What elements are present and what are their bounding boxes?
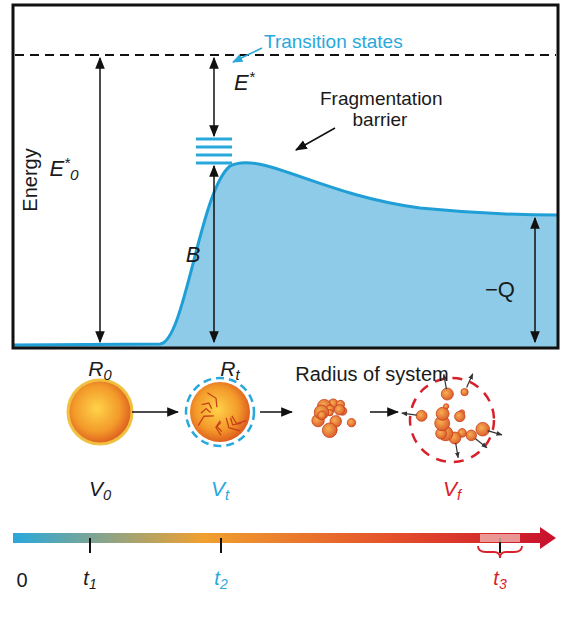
stage-arrow: [260, 411, 292, 413]
compound-nucleus: [68, 380, 132, 444]
e0-arrow: [99, 58, 101, 342]
transition-volume: [186, 378, 254, 446]
barrier-leader: [296, 128, 335, 150]
transition-levels: [196, 139, 232, 163]
expanded-nucleus: [190, 382, 250, 442]
axis-title: Radius of system: [295, 363, 448, 385]
time-symbol: t2: [214, 567, 227, 593]
callout-label: Transition states: [264, 32, 403, 53]
callout-label: Fragmentation barrier: [320, 89, 440, 131]
potential-fill: [14, 163, 557, 347]
time-axis: [13, 527, 556, 549]
volume-symbol: V0: [89, 477, 111, 504]
fragment-arrows: [402, 374, 502, 458]
axis-title: Energy: [19, 148, 41, 211]
fragments-scattered: [416, 388, 489, 444]
time-ticks: [90, 538, 500, 553]
transition-leader: [233, 48, 262, 62]
time-symbol: t3: [493, 567, 506, 593]
time-symbol: t1: [83, 567, 96, 593]
q-symbol: −Q: [485, 278, 515, 302]
stage-arrow: [132, 411, 178, 413]
energy-symbol: E*: [234, 69, 255, 95]
t3-brace: [478, 546, 522, 558]
barrier-arrow: [213, 166, 215, 342]
barrier-symbol: B: [186, 243, 201, 267]
energy-symbol: E*0: [49, 155, 78, 184]
initial-energy-line: [15, 54, 556, 56]
time-symbol: 0: [16, 569, 27, 591]
plot-frame: [13, 5, 558, 348]
radius-symbol: R0: [88, 357, 111, 384]
freezeout-volume: [410, 378, 494, 462]
fragments-cluster: [312, 399, 356, 438]
estar-arrow: [213, 58, 215, 136]
barrier-curve: [14, 163, 557, 345]
volume-symbol: Vf: [443, 477, 461, 504]
stage-arrow: [370, 411, 398, 413]
radius-symbol: Rt: [220, 357, 239, 384]
cracks: [198, 393, 246, 435]
t3-window: [480, 534, 520, 542]
volume-symbol: Vt: [211, 477, 229, 504]
q-arrow: [534, 218, 536, 342]
